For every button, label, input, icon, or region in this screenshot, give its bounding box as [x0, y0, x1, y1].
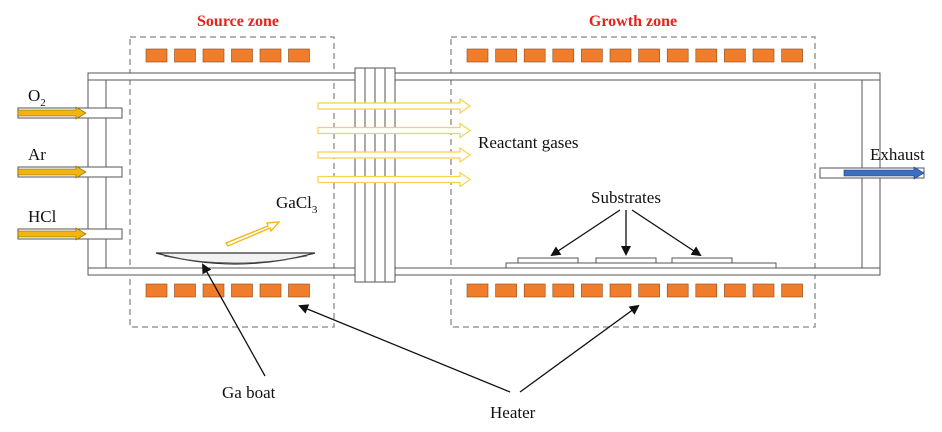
- growth-heater-block-bottom: [752, 283, 775, 298]
- gacl3-flow-arrow: [225, 221, 281, 247]
- growth-heater-block-top: [495, 48, 517, 63]
- reactant-gas-arrow: [317, 146, 472, 164]
- substrate-pointer-1: [550, 209, 621, 257]
- growth-heater-block-top: [552, 48, 575, 63]
- heater-blocks: [145, 48, 803, 298]
- heater-label: Heater: [490, 403, 536, 422]
- source-heater-block-top: [174, 48, 196, 63]
- growth-heater-block-top: [752, 48, 775, 63]
- growth-heater-block-bottom: [523, 283, 546, 298]
- source-zone-title: Source zone: [197, 13, 279, 30]
- substrates-label: Substrates: [591, 188, 661, 207]
- growth-heater-block-top: [609, 48, 632, 63]
- substrate-pointer-3: [631, 209, 702, 257]
- growth-heater-block-top: [523, 48, 546, 63]
- substrate-3: [671, 257, 733, 264]
- source-zone-box: [129, 36, 335, 328]
- growth-heater-block-bottom: [666, 283, 689, 298]
- source-heater-block-bottom: [174, 283, 196, 298]
- growth-heater-block-top: [724, 48, 746, 63]
- growth-heater-block-bottom: [695, 283, 718, 298]
- growth-heater-block-top: [581, 48, 603, 63]
- source-heater-block-top: [231, 48, 253, 63]
- gacl3-label: GaCl3: [276, 193, 318, 216]
- growth-heater-block-top: [781, 48, 803, 63]
- center-flange: [354, 67, 396, 283]
- growth-heater-block-top: [466, 48, 489, 63]
- source-heater-block-bottom: [202, 283, 225, 298]
- source-heater-block-bottom: [259, 283, 282, 298]
- reactant-gas-arrow: [317, 122, 472, 139]
- source-heater-block-top: [288, 48, 310, 63]
- ga-boat-pointer: [202, 263, 266, 377]
- source-heater-block-top: [145, 48, 168, 63]
- ar-label: Ar: [28, 145, 46, 164]
- growth-heater-block-bottom: [781, 283, 803, 298]
- growth-heater-block-bottom: [724, 283, 746, 298]
- growth-heater-block-bottom: [495, 283, 517, 298]
- growth-heater-block-bottom: [609, 283, 632, 298]
- source-heater-block-bottom: [288, 283, 310, 298]
- growth-heater-block-top: [695, 48, 718, 63]
- substrate-1: [517, 257, 579, 264]
- o2-label: O2: [28, 86, 46, 109]
- heater-pointer-right: [519, 304, 640, 393]
- growth-heater-block-bottom: [581, 283, 603, 298]
- growth-heater-block-top: [638, 48, 660, 63]
- heater-pointer-left: [298, 304, 511, 393]
- growth-heater-block-bottom: [552, 283, 575, 298]
- growth-heater-block-top: [666, 48, 689, 63]
- hcl-label: HCl: [28, 207, 57, 226]
- substrate-holder: [505, 262, 777, 269]
- source-heater-block-bottom: [145, 283, 168, 298]
- reactant-gases-label: Reactant gases: [478, 133, 579, 152]
- source-heater-block-top: [259, 48, 282, 63]
- source-heater-block-bottom: [231, 283, 253, 298]
- reactant-gas-arrows: [317, 97, 472, 188]
- ar-flow-arrow: [17, 165, 87, 179]
- growth-heater-block-bottom: [638, 283, 660, 298]
- exhaust-flow-arrow: [843, 166, 925, 180]
- growth-zone-title: Growth zone: [589, 13, 677, 30]
- ga-boat-label: Ga boat: [222, 383, 276, 402]
- source-heater-block-top: [202, 48, 225, 63]
- reactant-gas-arrow: [317, 97, 472, 115]
- reactor-tube-top-wall: [87, 72, 881, 81]
- exhaust-label: Exhaust: [870, 145, 925, 164]
- substrate-2: [595, 257, 657, 264]
- growth-heater-block-bottom: [466, 283, 489, 298]
- o2-flow-arrow: [17, 106, 87, 120]
- reactant-gas-arrow: [317, 171, 472, 188]
- ga-boat-inner: [163, 255, 308, 264]
- hcl-flow-arrow: [17, 227, 87, 241]
